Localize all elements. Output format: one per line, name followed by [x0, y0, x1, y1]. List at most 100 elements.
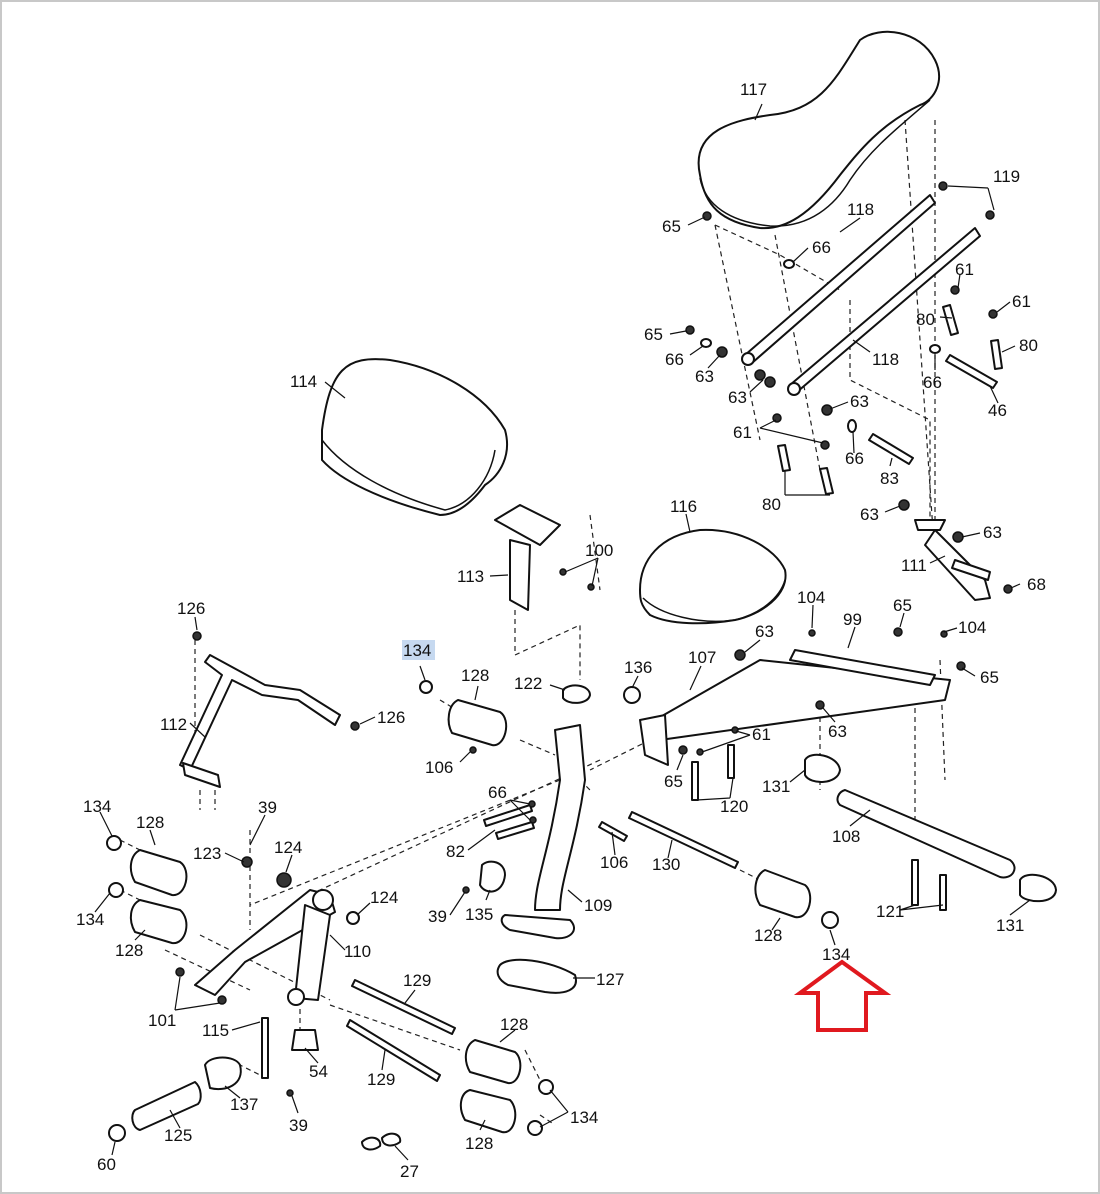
label-63: 63	[983, 523, 1002, 542]
label-110: 110	[344, 942, 371, 961]
label-80: 80	[916, 310, 935, 329]
label-134: 134	[822, 945, 850, 964]
part-112-handle	[179, 631, 360, 788]
part-118-rails	[741, 194, 981, 396]
label-65: 65	[662, 217, 681, 236]
label-54: 54	[309, 1062, 328, 1081]
label-39: 39	[289, 1116, 308, 1135]
label-131: 131	[996, 916, 1024, 935]
label-61: 61	[752, 725, 771, 744]
leader-lines	[94, 103, 1031, 1161]
label-46: 46	[988, 401, 1007, 420]
label-65: 65	[664, 772, 683, 791]
label-99: 99	[843, 610, 862, 629]
label-134: 134	[570, 1108, 598, 1127]
label-120: 120	[720, 797, 748, 816]
part-107-frame	[639, 627, 966, 801]
label-128: 128	[461, 666, 489, 685]
label-108: 108	[832, 827, 860, 846]
label-60: 60	[97, 1155, 116, 1174]
part-110-frame	[175, 856, 360, 1006]
label-63: 63	[755, 622, 774, 641]
label-134-highlighted: 134	[403, 641, 431, 660]
part-109-post	[469, 684, 641, 994]
label-121: 121	[876, 902, 904, 921]
part-108-tube	[804, 753, 1057, 911]
label-66: 66	[845, 449, 864, 468]
part-117-back-pad	[697, 30, 940, 230]
label-135: 135	[465, 905, 493, 924]
label-80: 80	[762, 495, 781, 514]
label-134: 134	[83, 797, 111, 816]
label-112: 112	[160, 715, 187, 734]
label-111: 111	[901, 556, 927, 575]
label-137: 137	[230, 1095, 258, 1114]
part-113-bracket	[494, 504, 595, 611]
label-65: 65	[893, 596, 912, 615]
label-114: 114	[290, 372, 317, 391]
part-114-chest-pad	[321, 358, 509, 516]
label-39: 39	[428, 907, 447, 926]
label-130: 130	[652, 855, 680, 874]
red-arrow-icon	[793, 959, 892, 1032]
label-128: 128	[465, 1134, 493, 1153]
label-63: 63	[828, 722, 847, 741]
part-111-bracket	[898, 499, 1013, 601]
label-109: 109	[584, 896, 612, 915]
label-128: 128	[500, 1015, 528, 1034]
label-126: 126	[377, 708, 405, 727]
label-63: 63	[850, 392, 869, 411]
label-39: 39	[258, 798, 277, 817]
label-100: 100	[585, 541, 613, 560]
label-63: 63	[695, 367, 714, 386]
lower-hardware	[108, 860, 506, 1151]
label-104: 104	[958, 618, 986, 637]
label-66: 66	[488, 783, 507, 802]
label-122: 122	[514, 674, 542, 693]
label-129: 129	[403, 971, 431, 990]
label-63: 63	[728, 388, 747, 407]
label-127: 127	[596, 970, 624, 989]
label-125: 125	[164, 1126, 192, 1145]
label-63: 63	[860, 505, 879, 524]
label-107: 107	[688, 648, 716, 667]
roller-set	[106, 680, 839, 1136]
label-124: 124	[274, 838, 302, 857]
label-106: 106	[425, 758, 453, 777]
label-134: 134	[76, 910, 104, 929]
label-101: 101	[148, 1011, 176, 1030]
top-hardware	[685, 181, 1003, 495]
label-83: 83	[880, 469, 899, 488]
part-labels: 117 119 65 118 66 61 61 80 80 65 66 63 1…	[76, 80, 1046, 1181]
label-66: 66	[812, 238, 831, 257]
label-66: 66	[923, 373, 942, 392]
label-123: 123	[193, 844, 221, 863]
label-115: 115	[202, 1021, 229, 1040]
label-119: 119	[993, 167, 1020, 186]
label-68: 68	[1027, 575, 1046, 594]
label-126: 126	[177, 599, 205, 618]
label-124: 124	[370, 888, 398, 907]
label-128: 128	[136, 813, 164, 832]
label-116: 116	[670, 497, 697, 516]
label-129: 129	[367, 1070, 395, 1089]
label-61: 61	[955, 260, 974, 279]
label-136: 136	[624, 658, 652, 677]
label-61: 61	[733, 423, 752, 442]
label-61: 61	[1012, 292, 1031, 311]
label-80: 80	[1019, 336, 1038, 355]
label-113: 113	[457, 567, 484, 586]
label-65: 65	[980, 668, 999, 687]
rods	[346, 800, 739, 1082]
part-116-seat	[639, 528, 787, 625]
highlight-box	[402, 640, 435, 660]
label-118: 118	[847, 200, 874, 219]
label-65: 65	[644, 325, 663, 344]
label-66: 66	[665, 350, 684, 369]
label-27: 27	[400, 1162, 419, 1181]
label-82: 82	[446, 842, 465, 861]
label-128: 128	[115, 941, 143, 960]
